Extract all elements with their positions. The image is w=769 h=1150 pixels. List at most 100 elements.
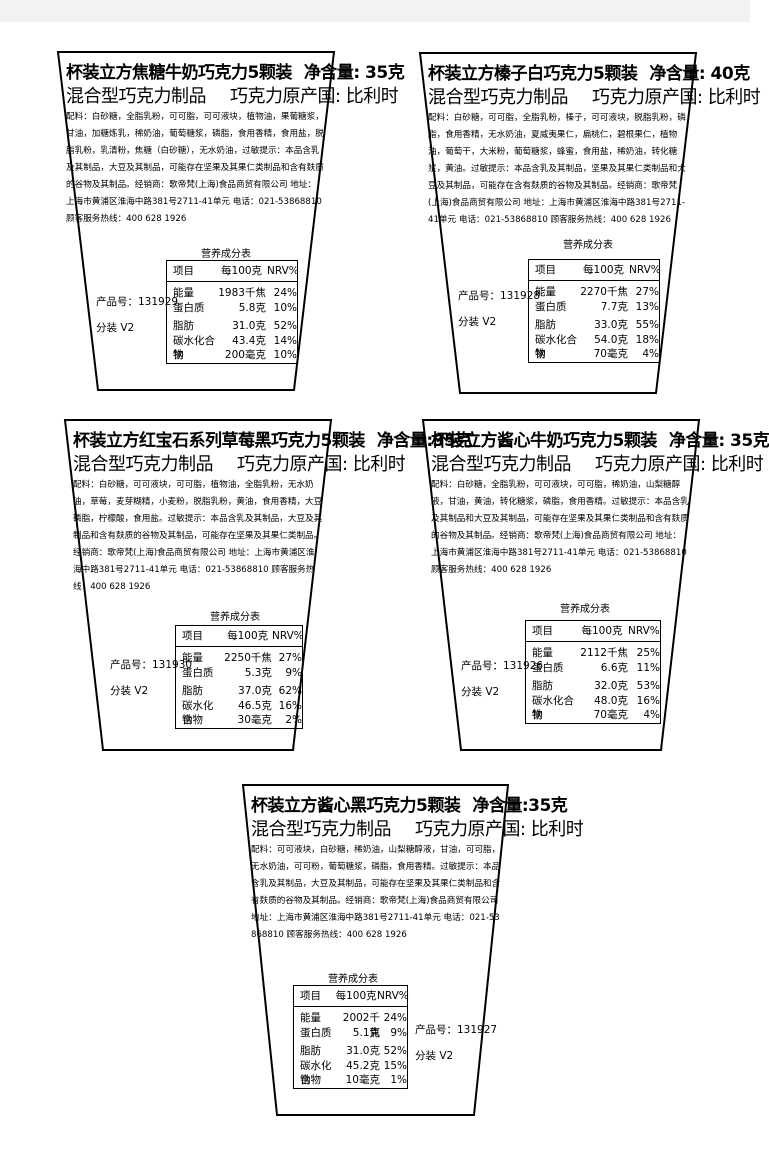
nutrient-name: 蛋白质: [173, 301, 205, 314]
header-cell: 项目: [535, 264, 556, 276]
nutrient-nrv: 10%: [273, 349, 297, 361]
product-number: 产品号：131929: [96, 296, 179, 308]
nutrient-name: 蛋白质: [182, 666, 214, 679]
nutrient-value: 7.7克: [600, 300, 628, 313]
nutrient-name: 钠: [182, 714, 193, 726]
origin-country: 巧克力原产国: 比利时: [237, 454, 406, 475]
nutrient-nrv: 4%: [643, 709, 660, 721]
nutrient-nrv: 2%: [285, 714, 302, 726]
nutrient-name: 能量: [535, 286, 556, 298]
nutrient-nrv: 18%: [635, 333, 659, 346]
nutrient-nrv: 52%: [383, 1045, 407, 1057]
nutrient-nrv: 4%: [642, 348, 659, 360]
nutrient-value: 32.0克: [594, 680, 628, 692]
product-name: 杯装立方酱心黑巧克力5颗装: [251, 796, 461, 816]
nutrient-value: 70毫克: [593, 709, 628, 721]
nutrient-name: 脂肪: [300, 1045, 321, 1057]
header-cell: NRV%: [272, 630, 304, 642]
header-cell: NRV%: [628, 625, 660, 637]
header-cell: 每100克: [227, 630, 269, 642]
nutrient-nrv: 1%: [390, 1074, 407, 1086]
header-cell: 项目: [300, 990, 321, 1002]
header-cell: 每100克: [583, 264, 625, 276]
nutrition-row: 脂肪 37.0克 62%: [176, 684, 302, 699]
nutrient-nrv: 24%: [383, 1012, 407, 1024]
product-label: 杯装立方红宝石系列草莓黑巧克力5颗装净含量:35克混合型巧克力制品 巧克力原产国:…: [63, 419, 472, 751]
product-number: 产品号：131927: [415, 1024, 498, 1036]
nutrient-nrv: 16%: [636, 694, 660, 707]
header-cell: 项目: [532, 625, 553, 637]
label-subtitle: 混合型巧克力制品巧克力原产国: 比利时: [431, 450, 764, 476]
ingredients-text: 配料：白砂糖，可可液块，可可脂，植物油，全脂乳粉，无水奶油，草莓，麦芽糊精，小麦…: [73, 480, 323, 592]
nutrient-nrv: 62%: [278, 685, 302, 697]
nutrient-name: 脂肪: [182, 685, 203, 697]
nutrient-name: 碳水化合物: [535, 333, 577, 361]
label-outline: [421, 419, 701, 751]
nutrient-name: 脂肪: [173, 320, 194, 332]
top-strip: [0, 0, 750, 22]
nutrient-value: 46.5克: [238, 699, 272, 712]
nutrient-value: 200毫克: [224, 349, 266, 361]
nutrient-nrv: 13%: [635, 300, 659, 313]
nutrient-nrv: 10%: [273, 301, 297, 314]
nutrient-value: 70毫克: [593, 348, 628, 360]
product-number: 产品号：131928: [458, 290, 541, 302]
product-type: 混合型巧克力制品: [73, 454, 214, 475]
nutrient-nrv: 24%: [273, 287, 297, 299]
net-weight: 净含量: 40克: [649, 64, 750, 84]
pack-version: 分装 V2: [461, 686, 500, 698]
net-weight: 净含量:35克: [472, 796, 568, 816]
product-type: 混合型巧克力制品: [66, 86, 207, 107]
nutrient-name: 能量: [300, 1012, 321, 1024]
nutrient-value: 30毫克: [237, 714, 272, 726]
product-label: 杯装立方焦糖牛奶巧克力5颗装净含量: 35克混合型巧克力制品巧克力原产国: 比利…: [56, 51, 405, 391]
label-subtitle: 混合型巧克力制品巧克力原产国: 比利时: [428, 83, 761, 109]
nutrient-value: 48.0克: [594, 694, 628, 707]
product-label: 杯装立方酱心牛奶巧克力5颗装净含量: 35克混合型巧克力制品巧克力原产国: 比利…: [421, 419, 769, 751]
nutrient-value: 37.0克: [238, 685, 272, 697]
pack-version: 分装 V2: [415, 1050, 454, 1062]
nutrient-value: 2250千焦: [224, 652, 272, 664]
origin-country: 巧克力原产国: 比利时: [415, 819, 584, 840]
nutrient-value: 1983千焦: [218, 287, 266, 299]
header-cell: 每100克: [221, 265, 263, 277]
product-name: 杯装立方酱心牛奶巧克力5颗装: [431, 431, 657, 451]
product-number: 产品号：131930: [110, 659, 193, 671]
product-name: 杯装立方榛子白巧克力5颗装: [428, 64, 638, 84]
label-title: 杯装立方榛子白巧克力5颗装净含量: 40克: [428, 59, 750, 84]
nutrient-name: 碳水化合物: [300, 1059, 332, 1087]
ingredients-text: 配料：白砂糖，全脂乳粉，可可脂，可可液块，植物油，果葡糖浆，甘油，加糖炼乳，稀奶…: [66, 112, 324, 224]
nutrient-nrv: 27%: [278, 652, 302, 664]
nutrition-title: 营养成分表: [328, 974, 378, 985]
label-title: 杯装立方红宝石系列草莓黑巧克力5颗装净含量:35克: [73, 426, 472, 451]
header-cell: NRV%: [267, 265, 299, 277]
origin-country: 巧克力原产国: 比利时: [595, 454, 764, 475]
ingredients-text: 配料：白砂糖，全脂乳粉，可可液块，可可脂，稀奶油，山梨糖醇液，甘油，黄油，转化糖…: [431, 480, 689, 575]
label-title: 杯装立方酱心黑巧克力5颗装净含量:35克: [251, 791, 568, 816]
nutrition-title: 营养成分表: [563, 240, 613, 251]
